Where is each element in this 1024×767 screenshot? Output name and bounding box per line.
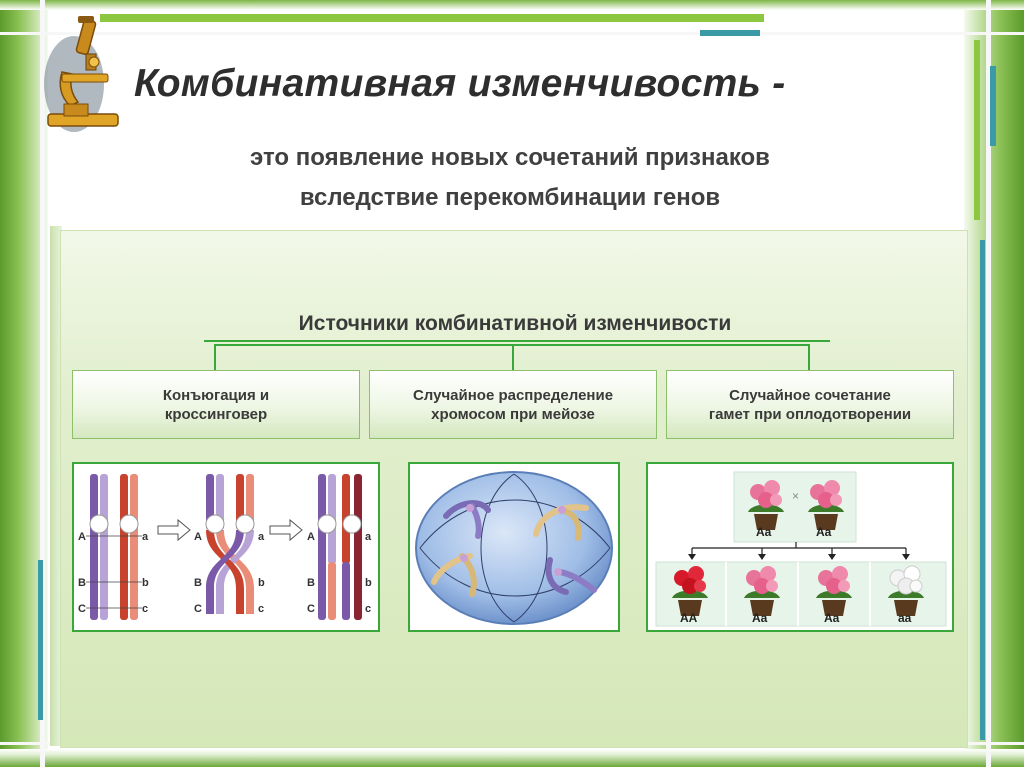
svg-text:b: b — [258, 577, 265, 589]
source-label: Конъюгация и — [163, 386, 269, 405]
cell-diagram — [410, 464, 618, 630]
cell-membrane — [416, 472, 612, 624]
flower-cross-diagram: × Aa Aa — [648, 464, 952, 630]
source-label: кроссинговер — [163, 405, 269, 424]
heading-underline — [204, 340, 830, 342]
fertilization-illustration: × Aa Aa — [646, 462, 954, 632]
connector-line — [512, 344, 514, 370]
slide-title: Комбинативная изменчивость - — [134, 62, 786, 106]
top-accent-bar — [100, 14, 764, 22]
chromosome-diagram: A B C a b c A B C a b c A B — [74, 464, 378, 630]
svg-text:a: a — [258, 531, 265, 543]
gene-label: C — [78, 603, 86, 615]
slide-frame-top — [0, 0, 1024, 10]
svg-text:A: A — [307, 531, 315, 543]
chromosome-purple — [100, 474, 108, 620]
connector-line — [808, 344, 810, 370]
svg-text:B: B — [194, 577, 202, 589]
source-label: хромосом при мейозе — [413, 405, 613, 424]
sources-heading: Источники комбинативной изменчивости — [170, 312, 860, 336]
right-accent-bar — [974, 40, 980, 220]
slide-frame-bottom — [0, 749, 1024, 767]
arrow-right-icon — [158, 520, 190, 540]
svg-text:C: C — [194, 603, 202, 615]
genotype-label: aa — [898, 611, 912, 625]
arrow-right-icon — [270, 520, 302, 540]
slide-subtitle: это появление новых сочетаний признаков … — [100, 138, 920, 218]
chromosome-purple — [90, 474, 98, 620]
arrow-down-icon — [828, 554, 836, 560]
arrow-down-icon — [902, 554, 910, 560]
svg-text:C: C — [307, 603, 315, 615]
svg-text:a: a — [365, 531, 372, 543]
cross-symbol: × — [792, 489, 799, 503]
svg-text:A: A — [194, 531, 202, 543]
source-label: гамет при оплодотворении — [709, 405, 911, 424]
top-accent-bar — [700, 30, 760, 36]
genotype-label: Aa — [752, 611, 768, 625]
meiosis-illustration — [408, 462, 620, 632]
right-accent-bar — [980, 240, 985, 740]
svg-text:c: c — [258, 603, 264, 615]
centromere — [90, 515, 108, 533]
arrow-down-icon — [758, 554, 766, 560]
subtitle-line: это появление новых сочетаний признаков — [100, 138, 920, 178]
svg-text:c: c — [365, 603, 371, 615]
right-accent-bar — [990, 66, 996, 146]
svg-text:B: B — [307, 577, 315, 589]
left-accent-bar — [38, 560, 43, 720]
source-label: Случайное распределение — [413, 386, 613, 405]
microscope-icon — [34, 14, 124, 134]
gene-label: A — [78, 531, 86, 543]
chromosome-red — [130, 474, 138, 620]
svg-text:b: b — [365, 577, 372, 589]
genotype-label: Aa — [756, 525, 772, 539]
connector-line — [214, 344, 216, 370]
chromosome-red — [120, 474, 128, 620]
genotype-label: Aa — [824, 611, 840, 625]
gene-label: a — [142, 531, 149, 543]
subtitle-line: вследствие перекомбинации генов — [100, 178, 920, 218]
gene-label: c — [142, 603, 148, 615]
arrow-down-icon — [688, 554, 696, 560]
source-label: Случайное сочетание — [709, 386, 911, 405]
gene-label: B — [78, 577, 86, 589]
crossing-over-illustration: A B C a b c A B C a b c A B — [72, 462, 380, 632]
frame-line — [0, 32, 1024, 35]
genotype-label: Aa — [816, 525, 832, 539]
gene-label: b — [142, 577, 149, 589]
centromere — [120, 515, 138, 533]
genotype-label: AA — [680, 611, 698, 625]
